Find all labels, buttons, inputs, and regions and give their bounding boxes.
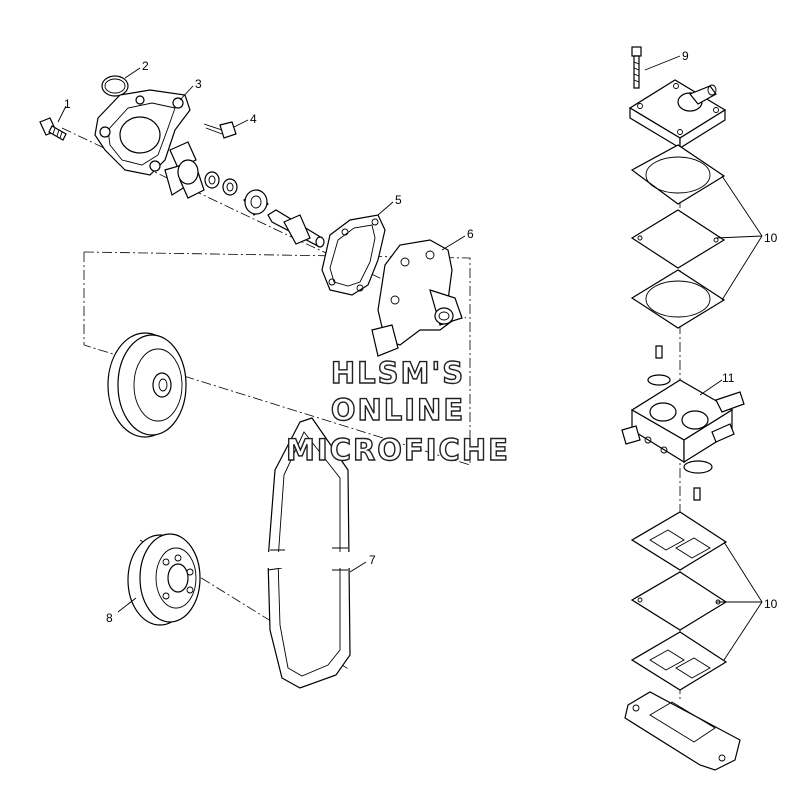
lower-pulley-part-8 [127,533,201,626]
callout-2: 2 [142,59,149,73]
leader-lines [57,55,763,661]
callout-7: 7 [369,553,376,567]
callout-5: 5 [395,193,402,207]
watermark-line-3: MICROFICHE [286,433,510,467]
callout-4: 4 [250,112,257,126]
fuel-pump-body-part-11 [621,379,745,464]
callout-labels: 1 2 3 4 5 6 7 8 9 10 11 10 [64,49,778,625]
gasket-part-5 [321,214,386,296]
bearing [243,189,269,216]
impeller [164,141,205,199]
fuel-pump-base-flange [624,691,741,771]
screw-part-9 [631,46,642,89]
upper-pulley [107,332,187,438]
o-ring-part-2 [101,75,129,97]
watermark-line-1: HLSM'S [331,356,465,390]
callout-10-lower: 10 [764,597,778,611]
drive-belt-part-7 [266,417,352,689]
seal-washers [204,171,238,196]
watermark-line-2: ONLINE [331,393,465,427]
callout-11: 11 [722,371,735,385]
callout-1: 1 [64,97,71,111]
pump-cover-part-3 [94,89,191,176]
callout-9: 9 [682,49,689,63]
valve-parts-upper [647,345,671,386]
bolt-part-4 [203,121,237,139]
callout-8: 8 [106,611,113,625]
watermark: HLSM'S ONLINE MICROFICHE [285,355,510,467]
bolt-part-1 [39,117,67,141]
fuel-pump-cover [628,79,727,150]
gasket-set-upper-part-10 [630,144,726,329]
water-pump-body-part-6 [371,239,463,357]
gasket-set-lower-part-10 [630,511,728,691]
callout-3: 3 [195,77,202,91]
valve-parts-lower [683,460,713,501]
callout-10-upper: 10 [764,231,778,245]
callout-6: 6 [467,227,474,241]
pump-shaft [267,209,325,248]
